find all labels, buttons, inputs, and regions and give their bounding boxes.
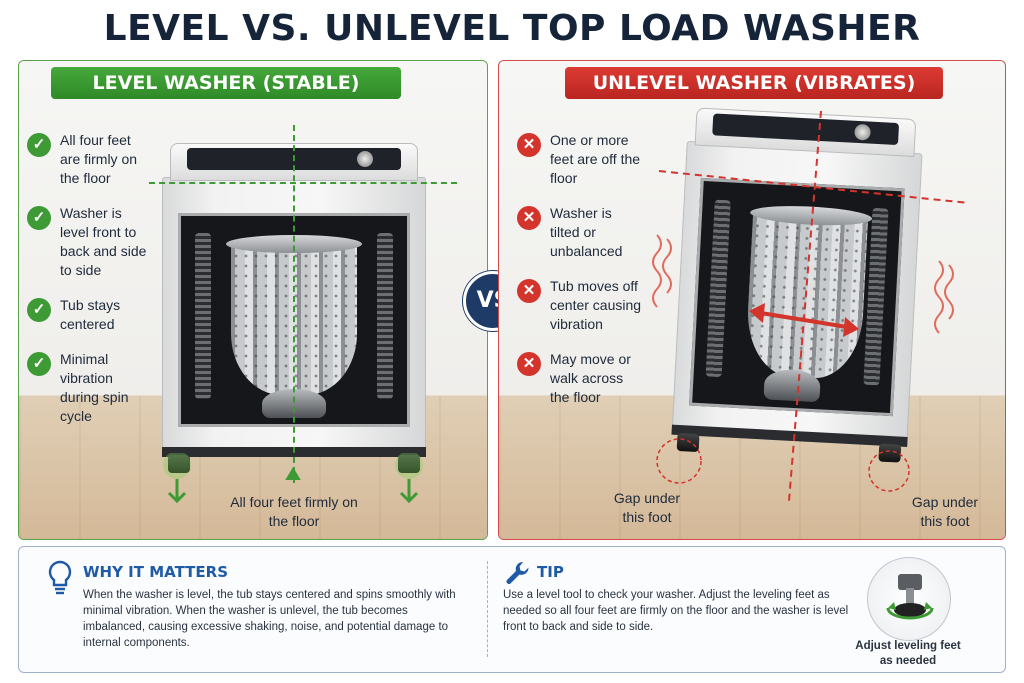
list-item: ✓ Minimal vibration during spin cycle	[27, 350, 157, 426]
foot-glow	[163, 453, 191, 479]
bullet-text: May move or walk across the floor	[550, 351, 631, 405]
wrench-icon	[506, 561, 529, 584]
check-icon: ✓	[27, 352, 51, 376]
gap-highlight-circle	[868, 450, 910, 492]
double-arrow-icon	[749, 303, 859, 337]
list-item: ✓ All four feet are firmly on the floor	[27, 131, 157, 188]
suspension-spring-icon	[377, 232, 394, 400]
list-item: ✕ May move or walk across the floor	[517, 350, 647, 407]
list-item: ✕ Tub moves off center causing vibration	[517, 277, 647, 334]
check-icon: ✓	[27, 206, 51, 230]
cross-icon: ✕	[517, 352, 541, 376]
cross-icon: ✕	[517, 206, 541, 230]
gap-caption-left: Gap under this foot	[613, 490, 681, 525]
bullet-text: Minimal vibration during spin cycle	[60, 351, 129, 424]
cross-icon: ✕	[517, 279, 541, 303]
list-item: ✓ Washer is level front to back and side…	[27, 204, 157, 280]
tip-text: Use a level tool to check your washer. A…	[503, 589, 849, 633]
gap-caption-right: Gap under this foot	[911, 494, 979, 529]
level-washer-panel: LEVEL WASHER (STABLE) ✓ All four feet ar…	[18, 60, 488, 540]
why-heading: WHY IT MATTERS	[83, 563, 228, 581]
page-title: LEVEL VS. UNLEVEL TOP LOAD WASHER	[103, 8, 921, 49]
feet-caption: All four feet firmly on the floor	[230, 494, 358, 529]
foot-glow	[395, 453, 423, 479]
adjust-foot-icon	[886, 574, 934, 620]
down-arrow-icon	[167, 479, 187, 504]
why-text: When the washer is level, the tub stays …	[83, 589, 456, 649]
vibration-waves-icon	[934, 260, 954, 334]
divider	[487, 561, 488, 657]
check-icon: ✓	[27, 133, 51, 157]
info-box: WHY IT MATTERS When the washer is level,…	[18, 546, 1006, 673]
leveling-foot	[168, 455, 190, 473]
cross-icon: ✕	[517, 133, 541, 157]
plumb-line	[293, 125, 295, 483]
bullet-text: Tub moves off center causing vibration	[550, 278, 642, 332]
up-arrow-icon	[285, 467, 301, 480]
list-item: ✓ Tub stays centered	[27, 296, 157, 334]
down-arrow-icon	[399, 479, 419, 504]
lightbulb-icon	[48, 560, 72, 595]
bullet-text: Tub stays centered	[60, 297, 121, 332]
tilt-guides	[656, 110, 970, 502]
list-item: ✕ Washer is tilted or unbalanced	[517, 204, 647, 261]
adjust-caption: Adjust leveling feet as needed	[855, 640, 961, 667]
bullet-text: One or more feet are off the floor	[550, 132, 641, 186]
level-banner: LEVEL WASHER (STABLE)	[51, 67, 401, 99]
dial-icon	[357, 151, 373, 167]
unlevel-bullet-list: ✕ One or more feet are off the floor ✕ W…	[517, 131, 647, 423]
leveling-foot-photo	[867, 557, 951, 641]
unlevel-washer-panel: UNLEVEL WASHER (VIBRATES) ✕ One or more …	[498, 60, 1006, 540]
gap-highlight-circle	[656, 438, 702, 484]
tilted-plumb-line	[788, 110, 822, 502]
vibration-waves-icon	[652, 234, 672, 308]
check-icon: ✓	[27, 298, 51, 322]
suspension-spring-icon	[194, 232, 211, 400]
bullet-text: Washer is tilted or unbalanced	[550, 205, 623, 259]
level-bullet-list: ✓ All four feet are firmly on the floor …	[27, 131, 157, 442]
foot-indicators	[163, 453, 423, 504]
level-line	[149, 182, 457, 184]
tip-heading: TIP	[537, 563, 564, 581]
list-item: ✕ One or more feet are off the floor	[517, 131, 647, 188]
leveling-foot	[398, 455, 420, 473]
tilted-level-line	[658, 170, 970, 204]
bullet-text: All four feet are firmly on the floor	[60, 132, 138, 186]
unlevel-banner: UNLEVEL WASHER (VIBRATES)	[565, 67, 943, 99]
bullet-text: Washer is level front to back and side t…	[60, 205, 147, 278]
